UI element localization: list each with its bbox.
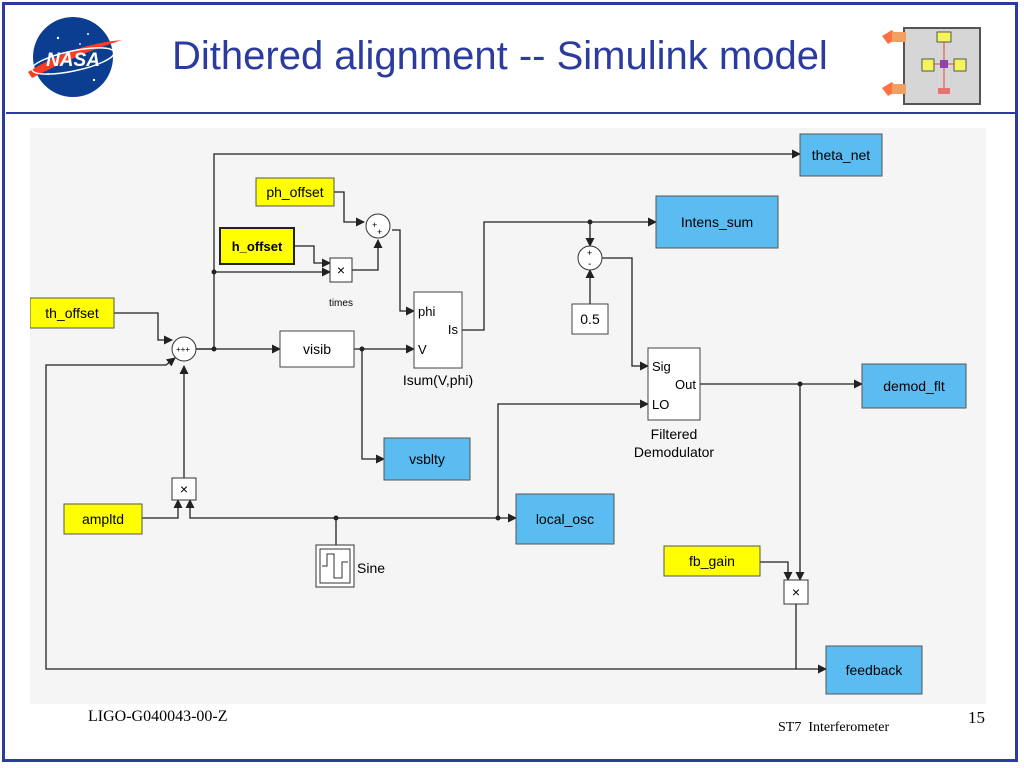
isum-name: Isum(V,phi) <box>403 372 473 388</box>
local-osc-label: local_osc <box>536 511 594 527</box>
simulink-diagram: ph_offset h_offset th_offset ampltd fb_g… <box>30 128 986 704</box>
output-intens-sum: Intens_sum <box>655 195 779 249</box>
input-h-offset: h_offset <box>219 227 295 265</box>
feedback-product-symbol: × <box>792 584 800 600</box>
demodulator-block: Sig Out LO Filtered Demodulator <box>634 347 714 460</box>
diff-block: + - <box>577 245 603 271</box>
input-fb-gain: fb_gain <box>663 545 761 577</box>
vsblty-label: vsblty <box>409 451 445 467</box>
demod-flt-label: demod_flt <box>883 378 945 394</box>
sine-label: Sine <box>357 560 385 576</box>
isum-port-v: V <box>418 342 427 357</box>
sum-bottom-sign: + <box>377 227 382 237</box>
footer-subject: ST7 Interferometer <box>778 720 890 735</box>
slide-title: Dithered alignment -- Simulink model <box>172 34 828 78</box>
input-ampltd: ampltd <box>63 503 143 535</box>
title-rule <box>6 112 1018 114</box>
footer-document-id: LIGO-G040043-00-Z <box>88 708 228 725</box>
diff-top-sign: + <box>587 248 592 258</box>
output-theta-net: theta_net <box>799 133 883 177</box>
constant-block: 0.5 <box>571 303 609 335</box>
demod-port-lo: LO <box>652 397 669 412</box>
demod-name-line2: Demodulator <box>634 444 714 460</box>
demod-port-out: Out <box>675 377 696 392</box>
input-th-offset: th_offset <box>30 297 115 329</box>
times-block: × times <box>329 257 353 309</box>
ampltd-label: ampltd <box>82 511 124 527</box>
feedback-label: feedback <box>846 662 904 678</box>
demod-port-sig: Sig <box>652 359 671 374</box>
times-label: times <box>329 298 353 309</box>
intens-sum-label: Intens_sum <box>681 214 753 230</box>
input-ph-offset: ph_offset <box>255 177 335 207</box>
ampltd-product-block: × <box>171 477 197 501</box>
isum-port-is: Is <box>448 322 459 337</box>
sum-block-top: + + <box>365 213 391 239</box>
sine-block: Sine <box>315 544 385 588</box>
sum-block-main: +++ <box>171 336 197 362</box>
times-symbol: × <box>337 262 345 278</box>
ph-offset-label: ph_offset <box>266 184 323 200</box>
constant-value: 0.5 <box>580 311 600 327</box>
diff-bottom-sign: - <box>588 259 591 270</box>
sum-top-sign: + <box>372 220 377 230</box>
visib-block: visib <box>279 330 355 368</box>
h-offset-label: h_offset <box>232 239 283 254</box>
output-feedback: feedback <box>825 645 923 695</box>
th-offset-label: th_offset <box>45 305 99 321</box>
visib-label: visib <box>303 341 331 357</box>
output-demod-flt: demod_flt <box>861 363 967 409</box>
demod-name-line1: Filtered <box>651 426 698 442</box>
isum-block: phi V Is Isum(V,phi) <box>403 291 473 388</box>
isum-port-phi: phi <box>418 304 435 319</box>
nasa-logo-text: NASA <box>46 50 100 71</box>
output-vsblty: vsblty <box>383 437 471 481</box>
page-number: 15 <box>968 708 985 727</box>
output-local-osc: local_osc <box>515 493 615 545</box>
sum3-signs: +++ <box>176 345 190 354</box>
theta-net-label: theta_net <box>812 147 870 163</box>
nasa-logo: NASA <box>28 17 122 97</box>
fb-gain-label: fb_gain <box>689 553 735 569</box>
interferometer-icon <box>882 27 981 105</box>
feedback-product-block: × <box>783 579 809 605</box>
ampltd-product-symbol: × <box>180 481 188 497</box>
